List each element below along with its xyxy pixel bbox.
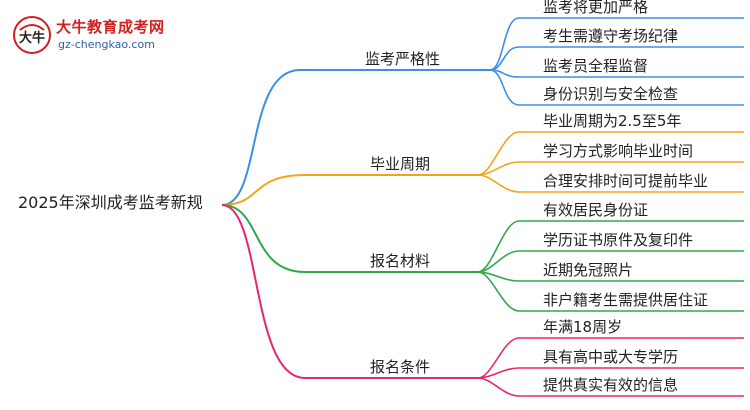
branch-label: 报名条件 [370, 358, 431, 376]
leaf-connector [489, 46, 744, 71]
leaf-label: 考生需遵守考场纪律 [543, 27, 679, 45]
branch-label: 报名材料 [370, 252, 431, 270]
leaf-label: 具有高中或大专学历 [543, 348, 679, 366]
leaf-connector [477, 174, 744, 193]
leaf-label: 监考员全程监督 [543, 57, 649, 75]
leaf-connector [477, 367, 744, 379]
leaf-label: 近期免冠照片 [543, 261, 634, 279]
branch-connector [221, 204, 478, 379]
logo-url: gz-chengkao.com [58, 38, 155, 51]
mindmap-root: 2025年深圳成考监考新规 [18, 193, 203, 212]
leaf-label: 学历证书原件及复印件 [543, 231, 694, 249]
site-logo[interactable]: 大牛 大牛教育成考网 gz-chengkao.com [10, 12, 170, 58]
leaf-connector [477, 250, 744, 273]
branch-connector [221, 174, 478, 206]
leaf-connector [489, 69, 744, 106]
leaf-connector [477, 271, 744, 312]
logo-mark-icon: 大牛 [13, 16, 51, 54]
logo-mark-text: 大牛 [19, 30, 45, 46]
branch-label: 毕业周期 [370, 155, 431, 173]
leaf-label: 身份识别与安全检查 [543, 85, 679, 103]
leaf-connector [477, 161, 744, 176]
leaf-connector [477, 377, 744, 397]
leaf-label: 提供真实有效的信息 [543, 376, 679, 394]
branch-connector [221, 204, 478, 273]
leaf-label: 毕业周期为2.5至5年 [543, 112, 682, 130]
branch-label: 监考严格性 [365, 50, 441, 68]
leaf-connector [477, 220, 744, 273]
branch-connector [221, 69, 490, 206]
leaf-label: 学习方式影响毕业时间 [543, 142, 694, 160]
leaf-label: 有效居民身份证 [543, 201, 649, 219]
leaf-label: 年满18周岁 [543, 318, 623, 336]
leaf-label: 监考将更加严格 [543, 0, 649, 16]
leaf-connector [477, 337, 744, 379]
leaf-label: 合理安排时间可提前毕业 [543, 172, 709, 190]
leaf-connector [489, 17, 744, 71]
leaf-connector [477, 131, 744, 176]
leaf-label: 非户籍考生需提供居住证 [543, 291, 709, 309]
logo-title: 大牛教育成考网 [56, 18, 165, 36]
